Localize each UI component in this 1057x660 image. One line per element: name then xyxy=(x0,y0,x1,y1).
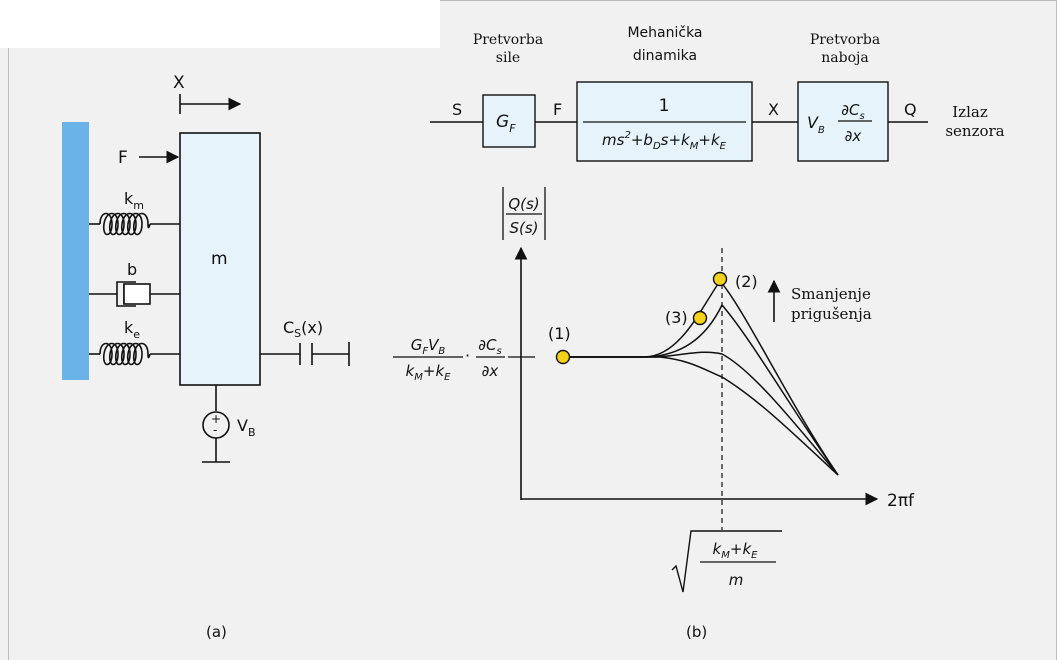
frequency-response-plot: 2πf Q(s) S(s) (1) (2) (3) Smanjenje prig… xyxy=(393,187,915,641)
y-label-denominator: S(s) xyxy=(509,219,538,237)
signal-X: X xyxy=(768,100,779,119)
point-2-marker xyxy=(712,271,728,287)
fixed-wall xyxy=(62,122,89,380)
y-label-numerator: Q(s) xyxy=(508,195,539,213)
block1-gain: GF xyxy=(496,112,516,135)
block2-numerator: 1 xyxy=(659,96,670,116)
source-minus: - xyxy=(213,423,217,437)
output-label-2: senzora xyxy=(945,122,1004,140)
header-mechanical-1: Mehanička xyxy=(627,25,702,41)
output-label-1: Izlaz xyxy=(952,103,988,121)
dc-gain-dot: · xyxy=(465,346,470,365)
curve-least-damping xyxy=(563,279,839,476)
block2-denominator: ms2+bDs+kM+kE xyxy=(602,130,727,152)
x-axis-label: 2πf xyxy=(887,491,915,511)
spring-ke-label: ke xyxy=(124,318,140,341)
damper-b xyxy=(89,281,180,307)
panel-b-label: (b) xyxy=(686,623,707,641)
curve-high-damping xyxy=(563,356,839,476)
annotation-line-1: Smanjenje xyxy=(791,285,871,303)
curve-low-damping xyxy=(563,303,839,476)
header-mechanical-2: dinamika xyxy=(633,48,697,64)
panel-a: km b ke m X F xyxy=(62,73,350,641)
sqrt-sign xyxy=(671,530,782,593)
frame-top-gap xyxy=(0,0,440,48)
annotation-line-2: prigušenja xyxy=(791,305,872,323)
frame-left-border xyxy=(8,48,9,660)
spring-km xyxy=(89,212,180,236)
header-force-conversion-2: sile xyxy=(496,50,520,66)
force-label: F xyxy=(118,148,128,168)
dc-gain-right-numerator: ∂Cs xyxy=(478,336,501,357)
capacitor-label: CS(x) xyxy=(283,318,323,340)
damper-label: b xyxy=(127,260,137,279)
resonance-numerator: kM+kE xyxy=(713,540,759,561)
block-diagram: Pretvorba sile Mehanička dinamika Pretvo… xyxy=(430,25,1005,162)
spring-ke xyxy=(89,342,180,366)
point-2-label: (2) xyxy=(735,272,758,291)
header-charge-conversion-2: naboja xyxy=(821,50,868,66)
source-plus: + xyxy=(211,412,221,426)
mass-label: m xyxy=(211,249,228,269)
point-1-label: (1) xyxy=(548,324,571,343)
dc-gain-left-numerator: GFVB xyxy=(411,336,446,357)
signal-F: F xyxy=(553,100,562,119)
point-3-marker xyxy=(692,310,708,326)
point-1-marker xyxy=(555,349,571,365)
spring-km-label: km xyxy=(124,189,144,212)
point-3-label: (3) xyxy=(665,308,688,327)
response-curves xyxy=(563,279,839,476)
curve-medium-damping xyxy=(563,351,839,476)
force-conversion-block xyxy=(482,94,536,148)
bias-label: VB xyxy=(237,416,256,439)
header-charge-conversion-1: Pretvorba xyxy=(810,32,880,48)
signal-Q: Q xyxy=(904,100,917,119)
block3-derivative-den: ∂x xyxy=(845,127,862,145)
panel-a-label: (a) xyxy=(206,623,227,641)
dc-gain-left-denominator: kM+kE xyxy=(406,362,452,383)
signal-S: S xyxy=(452,100,462,119)
bias-source xyxy=(202,385,230,463)
block3-bias: VB xyxy=(807,113,825,136)
displacement-label: X xyxy=(173,73,185,93)
dc-gain-right-denominator: ∂x xyxy=(482,362,499,380)
resonance-denominator: m xyxy=(729,571,744,589)
proof-mass xyxy=(179,132,261,386)
header-force-conversion-1: Pretvorba xyxy=(473,32,543,48)
capacitor xyxy=(260,342,350,366)
block3-derivative-num: ∂Cs xyxy=(841,101,864,122)
